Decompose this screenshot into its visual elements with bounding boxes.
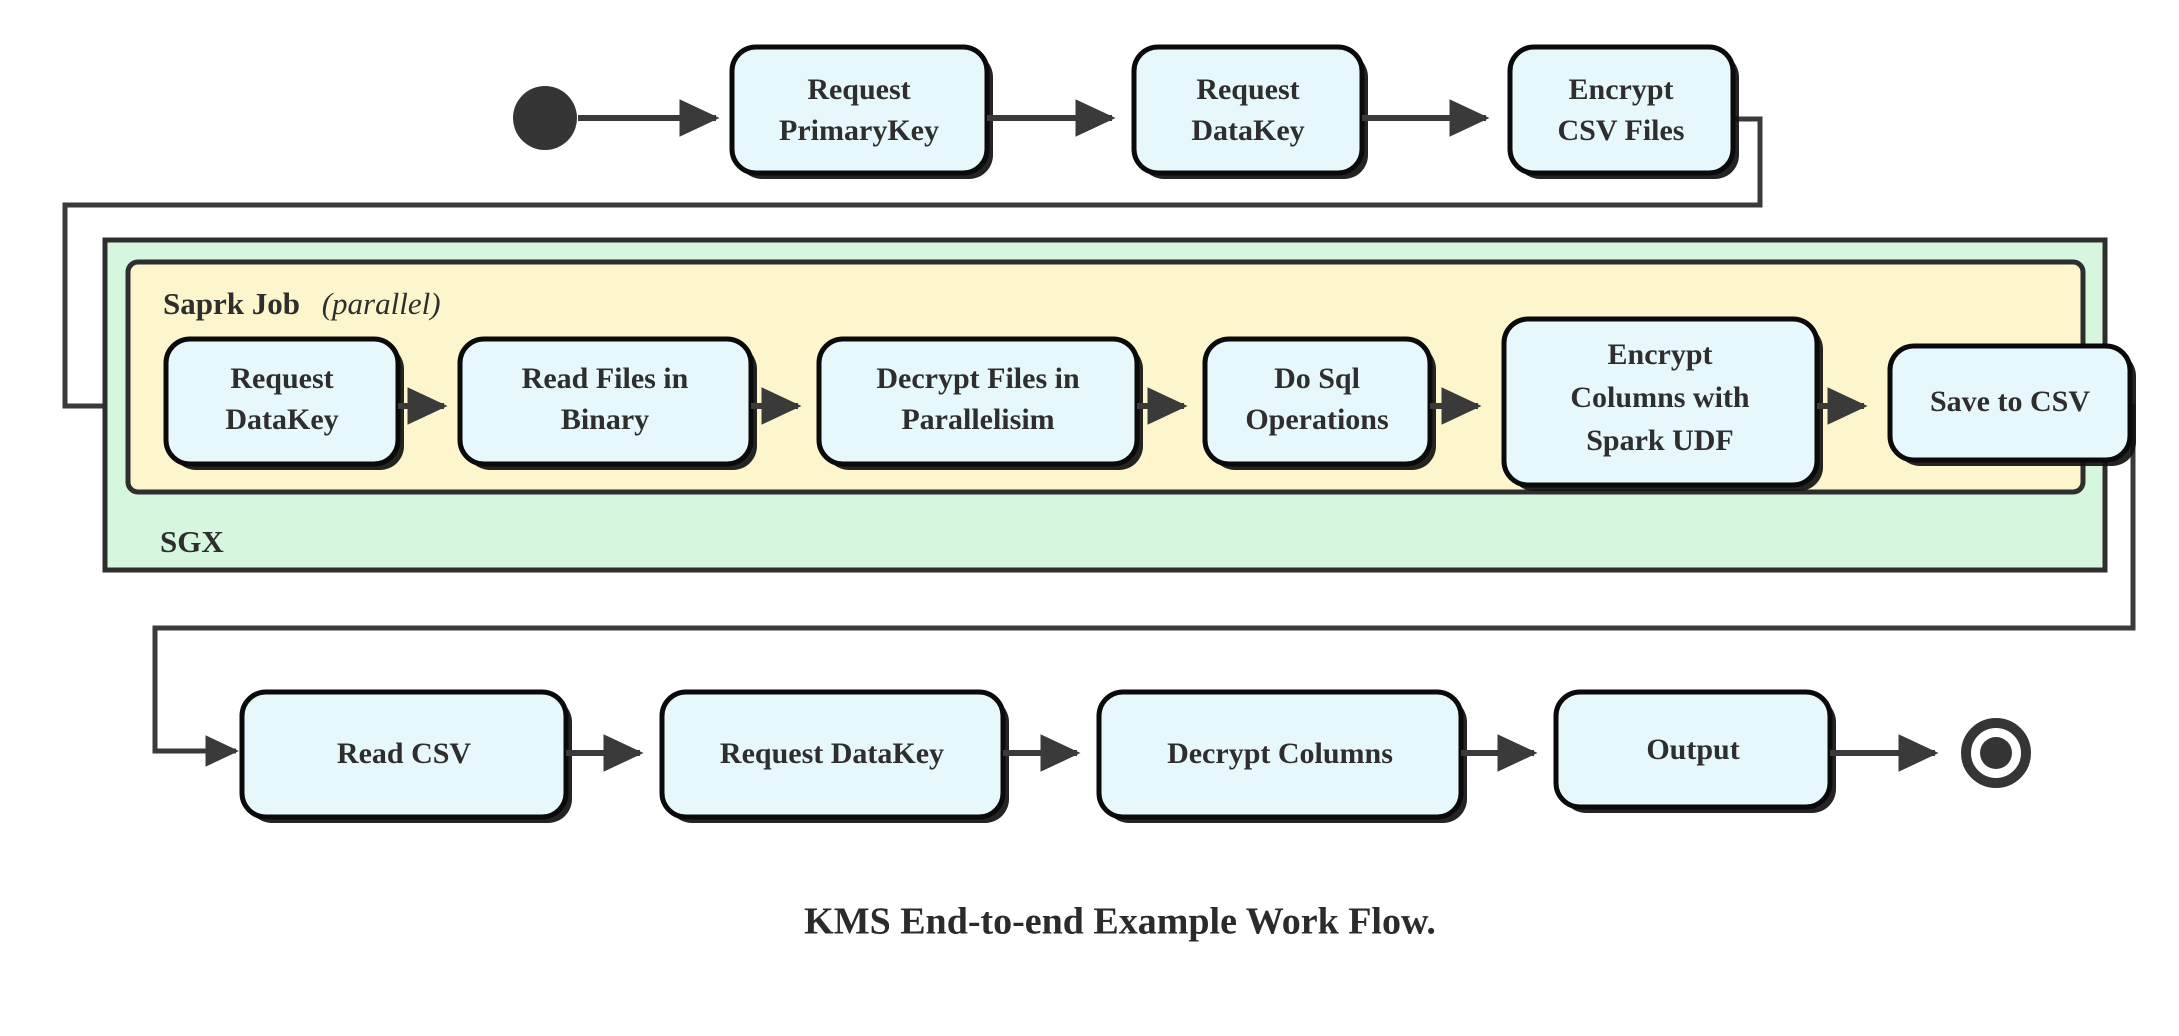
- node-encrypt-csv-files-label-line1: Encrypt: [1569, 73, 1674, 106]
- node-request-datakey-top-label-line2: DataKey: [1191, 114, 1304, 147]
- node-decrypt-files-parallelisim-label-line1: Decrypt Files in: [876, 362, 1080, 395]
- node-output-label: Output: [1646, 733, 1739, 766]
- node-encrypt-columns-spark-udf-label-line1: Encrypt: [1608, 338, 1713, 371]
- node-decrypt-files-parallelisim-label-line2: Parallelisim: [901, 403, 1054, 436]
- node-encrypt-columns-spark-udf-label-line3: Spark UDF: [1586, 424, 1734, 457]
- end-node-ring: [1961, 718, 2031, 788]
- node-request-datakey-bottom-label: Request DataKey: [720, 737, 944, 770]
- node-output[interactable]: [1553, 689, 1833, 810]
- node-request-datakey-top[interactable]: [1131, 44, 1365, 176]
- sgx-region-label: SGX: [160, 524, 224, 559]
- node-read-files-binary-label-line2: Binary: [561, 403, 649, 436]
- node-request-datakey-spark-label-line2: DataKey: [225, 403, 338, 436]
- node-request-primarykey[interactable]: [729, 44, 990, 176]
- node-do-sql-operations[interactable]: [1202, 336, 1433, 467]
- node-do-sql-operations-label-line1: Do Sql: [1274, 362, 1360, 395]
- node-decrypt-files-parallelisim[interactable]: [816, 336, 1140, 467]
- node-do-sql-operations-label-line2: Operations: [1245, 403, 1388, 436]
- node-save-to-csv[interactable]: [1887, 343, 2133, 463]
- node-read-csv-label: Read CSV: [337, 737, 472, 770]
- node-request-datakey-spark-label-line1: Request: [230, 362, 333, 395]
- node-request-datakey-spark[interactable]: [163, 336, 401, 467]
- node-read-files-binary[interactable]: [457, 336, 754, 467]
- spark-job-label-bold: Saprk Job: [163, 286, 300, 321]
- edge-encrypt-csv-to-spark-datakey: [62, 116, 1763, 422]
- node-encrypt-csv-files[interactable]: [1507, 44, 1736, 176]
- node-request-primarykey-label-line1: Request: [807, 73, 910, 106]
- diagram-caption: KMS End-to-end Example Work Flow.: [804, 901, 1436, 943]
- spark-job-region-label: Saprk Job (parallel): [163, 286, 441, 321]
- node-encrypt-columns-spark-udf[interactable]: [1501, 316, 1820, 488]
- end-node-dot: [1980, 737, 2012, 769]
- node-read-files-binary-label-line1: Read Files in: [522, 362, 689, 395]
- node-save-to-csv-label: Save to CSV: [1930, 385, 2090, 418]
- node-request-datakey-top-label-line1: Request: [1196, 73, 1299, 106]
- start-node: [513, 86, 577, 150]
- node-decrypt-columns-label: Decrypt Columns: [1167, 737, 1393, 770]
- spark-job-label-italic: (parallel): [322, 286, 441, 321]
- node-encrypt-columns-spark-udf-label-line2: Columns with: [1570, 381, 1750, 414]
- node-request-primarykey-label-line2: PrimaryKey: [779, 114, 939, 147]
- node-encrypt-csv-files-label-line2: CSV Files: [1558, 114, 1685, 147]
